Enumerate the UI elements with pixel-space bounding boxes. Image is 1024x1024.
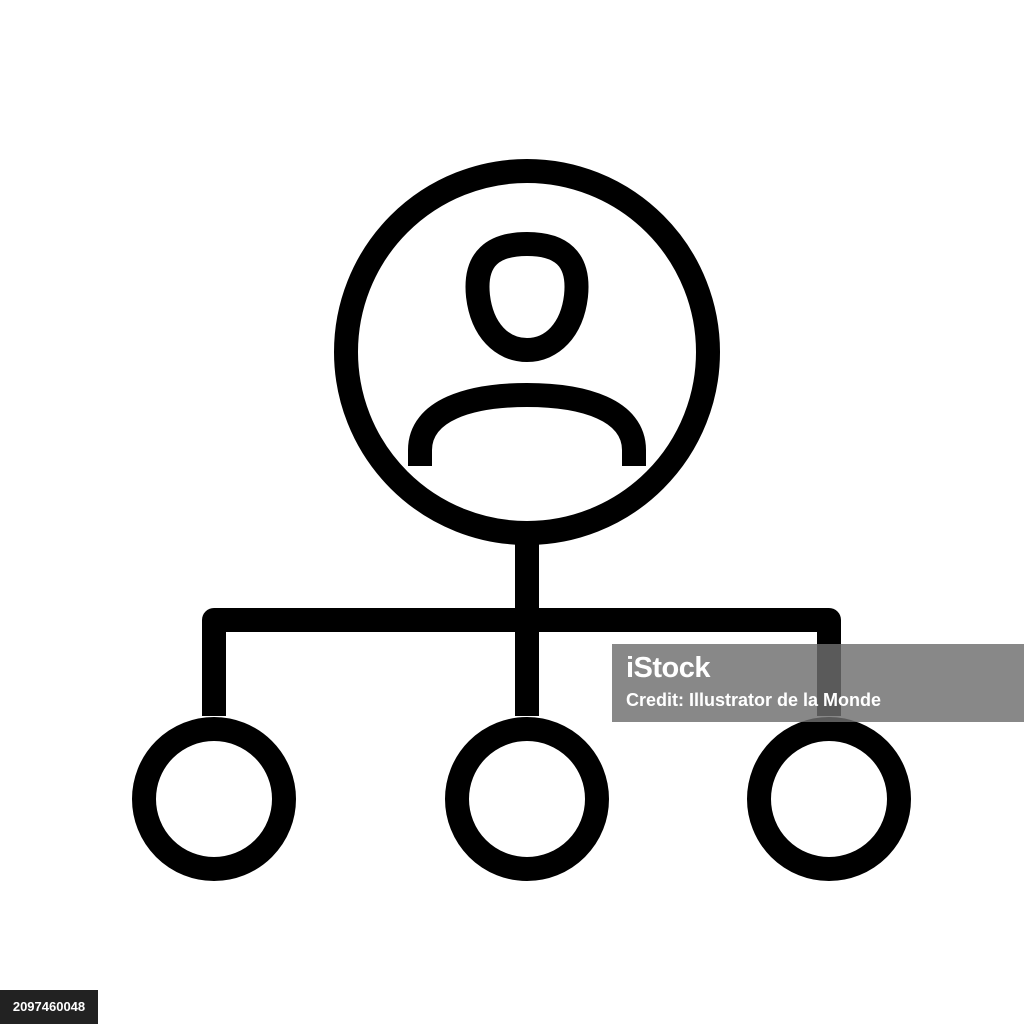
person-body-icon — [408, 383, 646, 466]
image-id-label: 2097460048 — [0, 990, 98, 1024]
person-head-icon — [465, 232, 589, 362]
watermark-credit: Credit: Illustrator de la Monde — [626, 690, 882, 710]
child-node-center — [445, 717, 609, 881]
stock-watermark: iStock Credit: Illustrator de la Monde — [612, 644, 1024, 722]
child-node-right — [747, 717, 911, 881]
watermark-logo: iStock — [626, 652, 711, 684]
child-node-left — [132, 717, 296, 881]
